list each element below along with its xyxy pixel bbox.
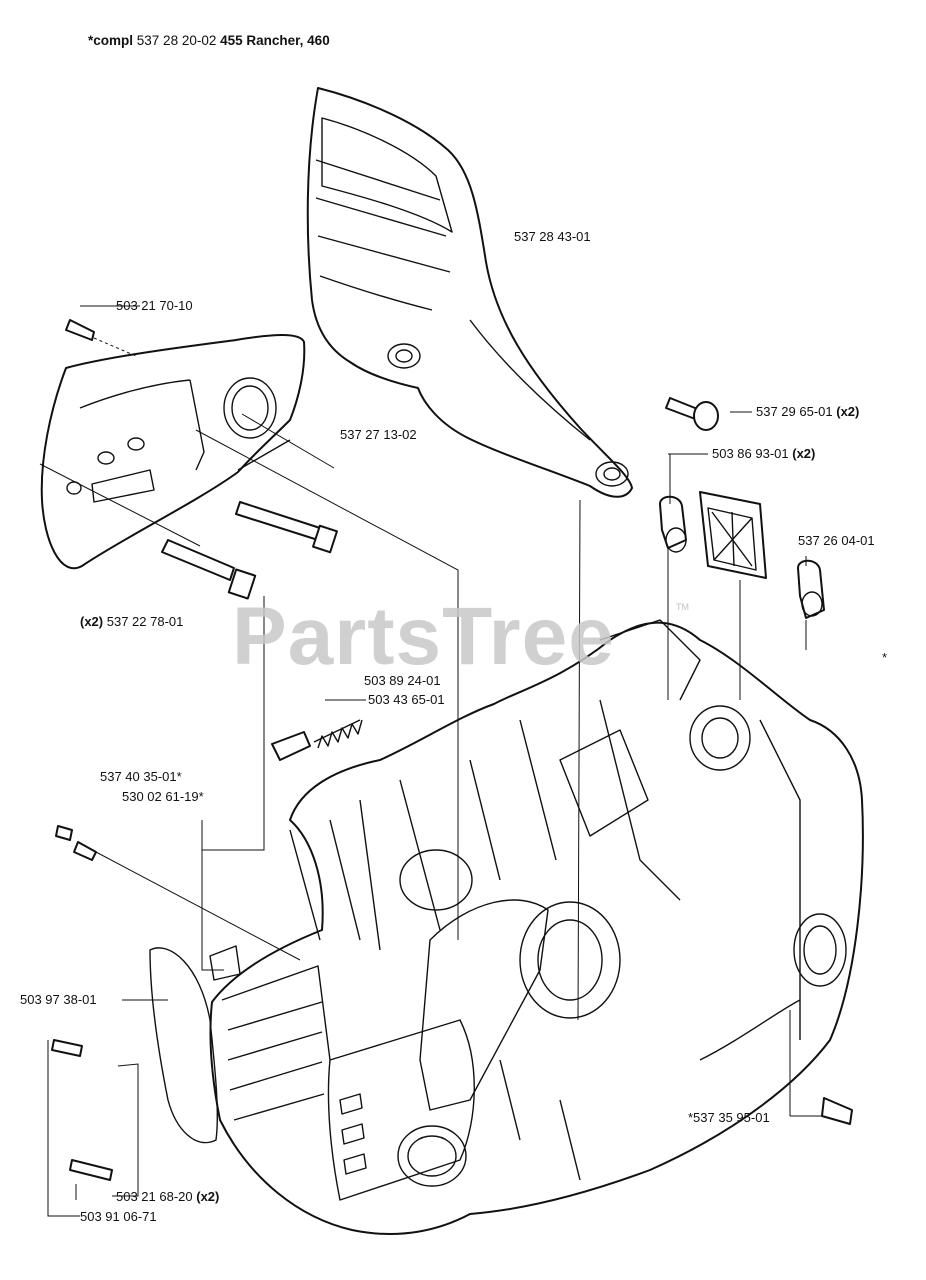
part-label-537-22-78-01: (x2) 537 22 78-01 <box>80 614 183 629</box>
part-number: 503 86 93-01 <box>712 446 789 461</box>
part-label-537-26-04-01: 537 26 04-01 <box>798 533 875 548</box>
part-number: 537 26 04-01 <box>798 533 875 548</box>
part-label-503-91-06-71: 503 91 06-71 <box>80 1209 157 1224</box>
part-label-537-35-95-01: *537 35 95-01 <box>688 1110 770 1125</box>
part-label-503-89-24-01: 503 89 24-01 <box>364 673 441 688</box>
part-label-503-21-68-20: 503 21 68-20 (x2) <box>116 1189 219 1204</box>
part-number: 503 21 70-10 <box>116 298 193 313</box>
part-quantity: (x2) <box>80 614 104 629</box>
watermark: PartsTree <box>232 591 615 682</box>
part-number: *537 35 95-01 <box>688 1110 770 1125</box>
chain-guard-bolts <box>161 501 338 600</box>
part-label-503-86-93-01: 503 86 93-01 (x2) <box>712 446 815 461</box>
part-number: 530 02 61-19* <box>122 789 204 804</box>
crankcase-part <box>149 619 864 1235</box>
small-screws <box>51 319 853 1181</box>
part-label-537-29-65-01: 537 29 65-01 (x2) <box>756 404 859 419</box>
chain-guard-part <box>40 334 306 570</box>
part-number: 503 43 65-01 <box>368 692 445 707</box>
part-number: 537 29 65-01 <box>756 404 833 419</box>
header-models: 455 Rancher, 460 <box>220 33 330 48</box>
vibration-damper-parts <box>659 491 825 619</box>
part-label-503-43-65-01: 503 43 65-01 <box>368 692 445 707</box>
part-number: 537 40 35-01* <box>100 769 182 784</box>
part-number: 537 28 43-01 <box>514 229 591 244</box>
part-number: 503 89 24-01 <box>364 673 441 688</box>
part-number: 503 21 68-20 <box>116 1189 193 1204</box>
part-label-537-40-35-01: 537 40 35-01* <box>100 769 182 784</box>
part-quantity: (x2) <box>196 1189 220 1204</box>
part-number: 537 27 13-02 <box>340 427 417 442</box>
part-label-530-02-61-19: 530 02 61-19* <box>122 789 204 804</box>
starter-cover-part <box>306 87 633 498</box>
part-label-503-97-38-01: 503 97 38-01 <box>20 992 97 1007</box>
part-label-537-28-43-01: 537 28 43-01 <box>514 229 591 244</box>
part-label-537-27-13-02: 537 27 13-02 <box>340 427 417 442</box>
spring-and-lever <box>271 719 363 761</box>
watermark-trademark: TM <box>676 602 689 612</box>
asterisk-note-mark: * <box>882 650 887 665</box>
part-number: 503 97 38-01 <box>20 992 97 1007</box>
part-number: 537 22 78-01 <box>106 614 184 629</box>
page-header: *compl 537 28 20-02 455 Rancher, 460 <box>88 33 330 48</box>
header-part-number: 537 28 20-02 <box>136 33 217 48</box>
leader-lines <box>39 305 824 1217</box>
header-prefix: *compl <box>88 33 134 48</box>
part-label-503-21-70-10: 503 21 70-10 <box>116 298 193 313</box>
part-quantity: (x2) <box>792 446 816 461</box>
part-number: 503 91 06-71 <box>80 1209 157 1224</box>
part-number: * <box>882 650 888 665</box>
part-quantity: (x2) <box>836 404 860 419</box>
